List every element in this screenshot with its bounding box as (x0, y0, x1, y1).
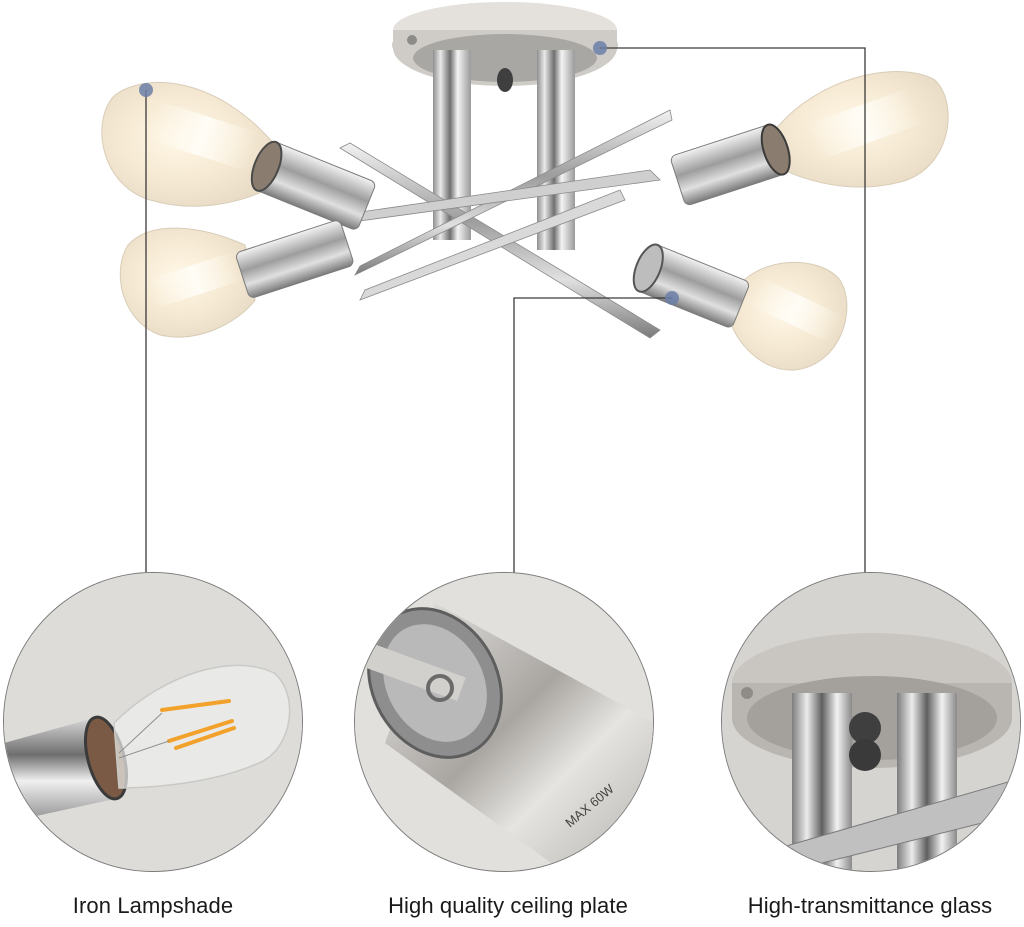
label-lampshade: Iron Lampshade (72, 893, 234, 918)
hotspot-dot-glass[interactable] (593, 41, 607, 55)
bulb-bottom-left (119, 220, 354, 338)
socket-closeup-image: MAX 60W (355, 573, 653, 871)
detail-circle-lampshade (3, 572, 303, 872)
bulb-closeup-image (4, 573, 302, 871)
canopy-closeup-image (722, 573, 1020, 871)
detail-circle-ceiling-plate: MAX 60W (354, 572, 654, 872)
arm-bars (328, 109, 673, 339)
label-glass: High-transmittance glass (747, 893, 993, 918)
callout-line-ceiling-plate (513, 297, 672, 573)
hotspot-dot-ceiling-plate[interactable] (665, 291, 679, 305)
bulb-bottom-right (632, 243, 848, 371)
bulb-top-right (670, 71, 949, 206)
label-ceiling-plate: High quality ceiling plate (388, 893, 628, 918)
callout-line-glass (600, 47, 866, 573)
detail-circle-glass (721, 572, 1021, 872)
chandelier-illustration (101, 2, 949, 371)
hotspot-dot-lampshade[interactable] (139, 83, 153, 97)
bulb-top-left (101, 81, 376, 230)
